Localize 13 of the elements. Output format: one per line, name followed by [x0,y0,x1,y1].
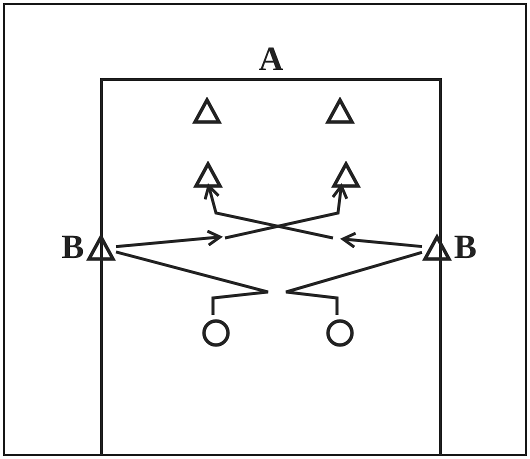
circle-marker [201,318,231,348]
triangle-marker [193,161,223,189]
triangle-marker [192,97,222,125]
movement-arrow [342,232,422,249]
movement-arrow [224,184,348,240]
movement-arrow [116,230,222,248]
area-label: A [258,43,284,77]
circle-marker [325,318,355,348]
position-label: B [61,231,84,265]
triangle-marker [325,97,355,125]
triangle-marker [331,161,361,189]
position-label: B [454,231,477,265]
movement-arrow [204,184,334,240]
